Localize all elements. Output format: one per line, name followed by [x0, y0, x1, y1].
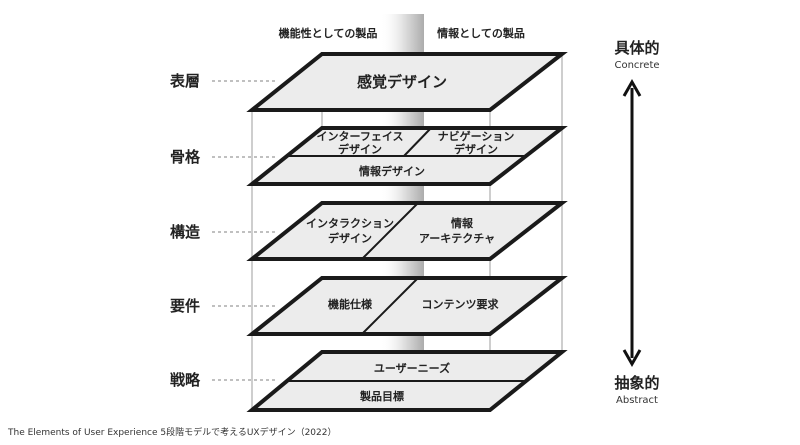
column-label-information: 情報としての製品: [437, 26, 525, 40]
skeleton-vertical-split: [403, 127, 432, 157]
structure-item-interaction-line1: インタラクション: [306, 217, 394, 230]
plane-structure-shape: [246, 201, 568, 261]
layer-label-structure: 構造: [170, 223, 200, 241]
axis-label-concrete-en: Concrete: [614, 60, 659, 71]
figure-caption: The Elements of User Experience 5段階モデルで考…: [7, 426, 337, 438]
layer-label-skeleton: 骨格: [170, 148, 201, 166]
scope-vertical-split: [361, 277, 419, 335]
abstraction-axis: 具体的 Concrete 抽象的 Abstract: [614, 39, 659, 406]
layer-label-strategy: 戦略: [170, 371, 201, 389]
skeleton-item-interface-line2: デザイン: [338, 142, 382, 156]
skeleton-item-information-design: 情報デザイン: [359, 164, 425, 178]
plane-surface-shape: [246, 52, 568, 112]
layer-label-scope: 要件: [170, 297, 200, 315]
axis-label-abstract-en: Abstract: [616, 395, 658, 406]
strategy-item-user-needs: ユーザーニーズ: [374, 361, 450, 375]
structure-item-ia-line2: アーキテクチャ: [419, 232, 495, 245]
structure-item-ia-line1: 情報: [451, 216, 474, 230]
strategy-item-product-goals: 製品目標: [359, 389, 404, 403]
plane-structure: 構造 インタラクション デザイン 情報 アーキテクチャ: [170, 201, 568, 261]
skeleton-item-navigation-line2: デザイン: [454, 142, 498, 156]
plane-scope-shape: [246, 276, 568, 336]
plane-surface: 表層 感覚デザイン: [170, 52, 568, 112]
skeleton-item-navigation-line1: ナビゲーション: [438, 129, 515, 143]
scope-item-content-requirements: コンテンツ要求: [422, 297, 500, 311]
skeleton-item-interface-line1: インターフェイス: [316, 130, 403, 143]
plane-strategy: 戦略 ユーザーニーズ 製品目標: [170, 350, 568, 412]
axis-label-abstract: 抽象的: [614, 374, 659, 392]
scope-item-functional-spec: 機能仕様: [328, 297, 373, 311]
plane-scope: 要件 機能仕様 コンテンツ要求: [170, 276, 568, 336]
structure-item-interaction-line2: デザイン: [328, 231, 372, 245]
axis-label-concrete: 具体的: [614, 39, 659, 57]
structure-vertical-split: [361, 202, 419, 260]
layer-label-surface: 表層: [170, 72, 200, 90]
column-label-functional: 機能性としての製品: [279, 26, 378, 40]
axis-arrow-up-icon: [622, 78, 642, 97]
axis-arrow-down-icon: [622, 349, 642, 368]
plane-skeleton: 骨格 インターフェイス デザイン ナビゲーション デザイン 情報デザイン: [170, 126, 568, 186]
surface-item-sensory-design: 感覚デザイン: [357, 73, 447, 91]
